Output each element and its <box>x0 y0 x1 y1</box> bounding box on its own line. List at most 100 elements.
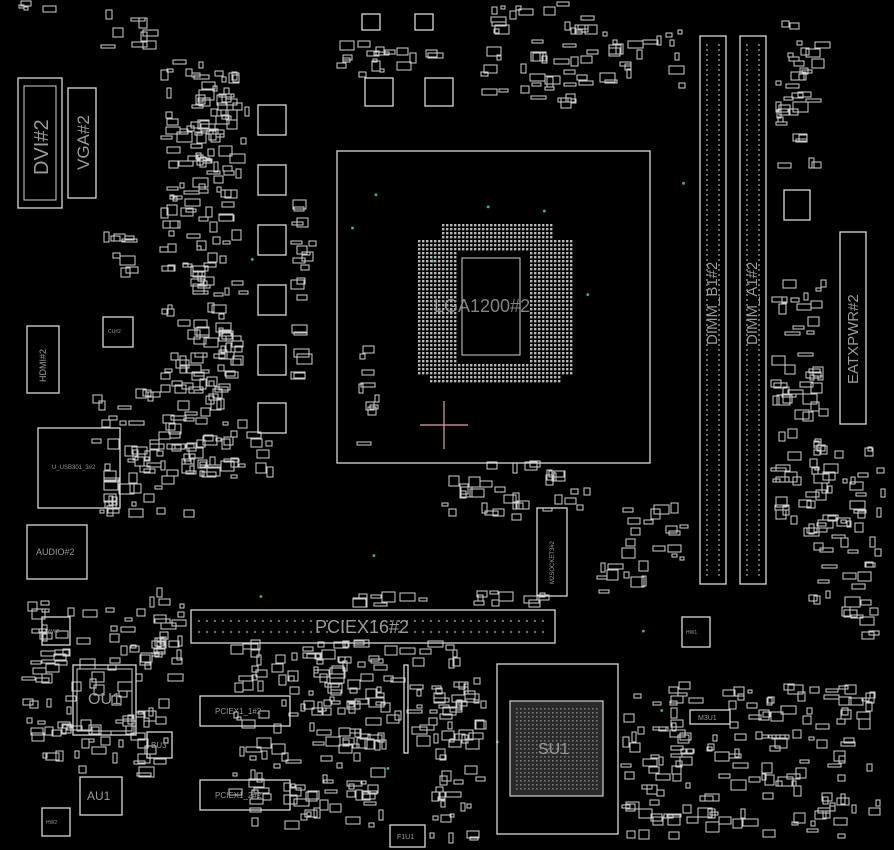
pad <box>458 368 461 371</box>
m3u1-chip[interactable]: M3U1 <box>689 709 731 725</box>
pad <box>250 648 260 658</box>
pad <box>796 40 803 46</box>
pad <box>542 296 545 299</box>
pad <box>376 692 385 698</box>
pad <box>556 760 558 762</box>
cu2-chip[interactable]: CU#2 <box>102 316 134 348</box>
pad <box>530 312 533 315</box>
pad <box>592 776 594 778</box>
pad <box>782 386 790 396</box>
pad <box>291 652 298 661</box>
pad <box>528 784 530 786</box>
pad <box>568 712 570 714</box>
pad <box>367 406 377 416</box>
pad <box>506 380 509 383</box>
pad <box>548 712 550 714</box>
bu3-chip[interactable]: BU3 <box>146 731 173 759</box>
pad <box>208 129 217 141</box>
pad <box>435 786 444 793</box>
pad <box>324 789 338 794</box>
pad <box>442 232 445 235</box>
pad <box>805 98 822 103</box>
pad <box>536 748 538 750</box>
pad <box>556 756 558 758</box>
pciex1-1-slot[interactable]: PCIEX1_1#2 <box>199 695 291 727</box>
eatxpwr-label: EATXPWR#2 <box>845 294 862 384</box>
pad <box>438 304 441 307</box>
pad <box>483 64 498 74</box>
pad <box>532 768 534 770</box>
pciex16-slot[interactable]: PCIEX16#2 <box>190 609 556 644</box>
pad <box>446 276 449 279</box>
pad <box>842 478 848 484</box>
pad <box>524 744 526 746</box>
au1-chip[interactable]: AU1 <box>79 776 123 816</box>
pad <box>570 256 573 259</box>
pad <box>542 364 545 367</box>
dimm-a1-slot[interactable]: DIMM_A1#2 <box>739 35 767 585</box>
pad <box>524 764 526 766</box>
dvi-connector[interactable]: DVI#2 <box>17 77 63 209</box>
pad <box>426 264 429 267</box>
hdmi-connector[interactable]: HDMI#2 <box>26 325 60 394</box>
dimm-b1-slot[interactable]: DIMM_B1#2 <box>699 35 727 585</box>
pad <box>524 461 538 471</box>
pad <box>560 736 562 738</box>
pad <box>540 772 542 774</box>
usb-chip[interactable]: U_USB301_3#2 <box>37 427 121 509</box>
su1-chipset[interactable]: SU1 <box>496 663 619 835</box>
pad <box>466 830 480 839</box>
hw2-chip[interactable]: HW2 <box>41 807 71 837</box>
pad <box>564 736 566 738</box>
pad <box>438 344 441 347</box>
pad <box>486 236 489 239</box>
pad <box>542 320 545 323</box>
pad <box>183 453 191 462</box>
eatxpwr-connector[interactable]: EATXPWR#2 <box>839 231 867 425</box>
pad <box>416 704 423 709</box>
ou1-chip[interactable]: OU1 <box>72 664 137 736</box>
pad <box>462 232 465 235</box>
f1u1-chip[interactable]: F1U1 <box>389 824 426 848</box>
pad <box>542 356 545 359</box>
pad <box>542 236 545 239</box>
pad <box>442 364 445 367</box>
pciex1-2-slot[interactable]: PCIEX1_2#2 <box>199 779 291 811</box>
pad <box>399 647 416 655</box>
pad <box>474 364 477 367</box>
pad <box>540 708 542 710</box>
audio-chip[interactable]: AUDIO#2 <box>26 524 88 580</box>
pad <box>542 252 545 255</box>
vga-connector[interactable]: VGA#2 <box>67 87 97 199</box>
pad <box>532 52 547 62</box>
pad <box>540 744 542 746</box>
pad <box>550 372 553 375</box>
pad <box>434 324 437 327</box>
pad <box>669 700 678 706</box>
pad <box>554 494 563 505</box>
pad <box>418 340 421 343</box>
pad <box>536 736 538 738</box>
pad <box>554 296 557 299</box>
pad <box>685 782 691 789</box>
pad <box>556 752 558 754</box>
m2-socket[interactable]: M2SOCKET3#2 <box>536 507 568 597</box>
pad <box>422 316 425 319</box>
pad <box>536 772 538 774</box>
pad <box>580 712 582 714</box>
pad <box>558 344 561 347</box>
pad <box>486 248 489 251</box>
pad <box>373 664 388 671</box>
pad <box>706 746 713 752</box>
pad <box>530 240 533 243</box>
aw2-chip[interactable]: AW#2 <box>41 616 71 646</box>
hw1-chip[interactable]: HW1 <box>681 616 711 648</box>
pad <box>546 280 549 283</box>
pad <box>584 724 586 726</box>
pad <box>210 108 218 117</box>
pad <box>542 224 545 227</box>
cpu-socket[interactable]: LGA1200#2 <box>336 150 651 464</box>
pad <box>418 352 421 355</box>
pad <box>630 576 645 588</box>
pad <box>434 256 437 259</box>
